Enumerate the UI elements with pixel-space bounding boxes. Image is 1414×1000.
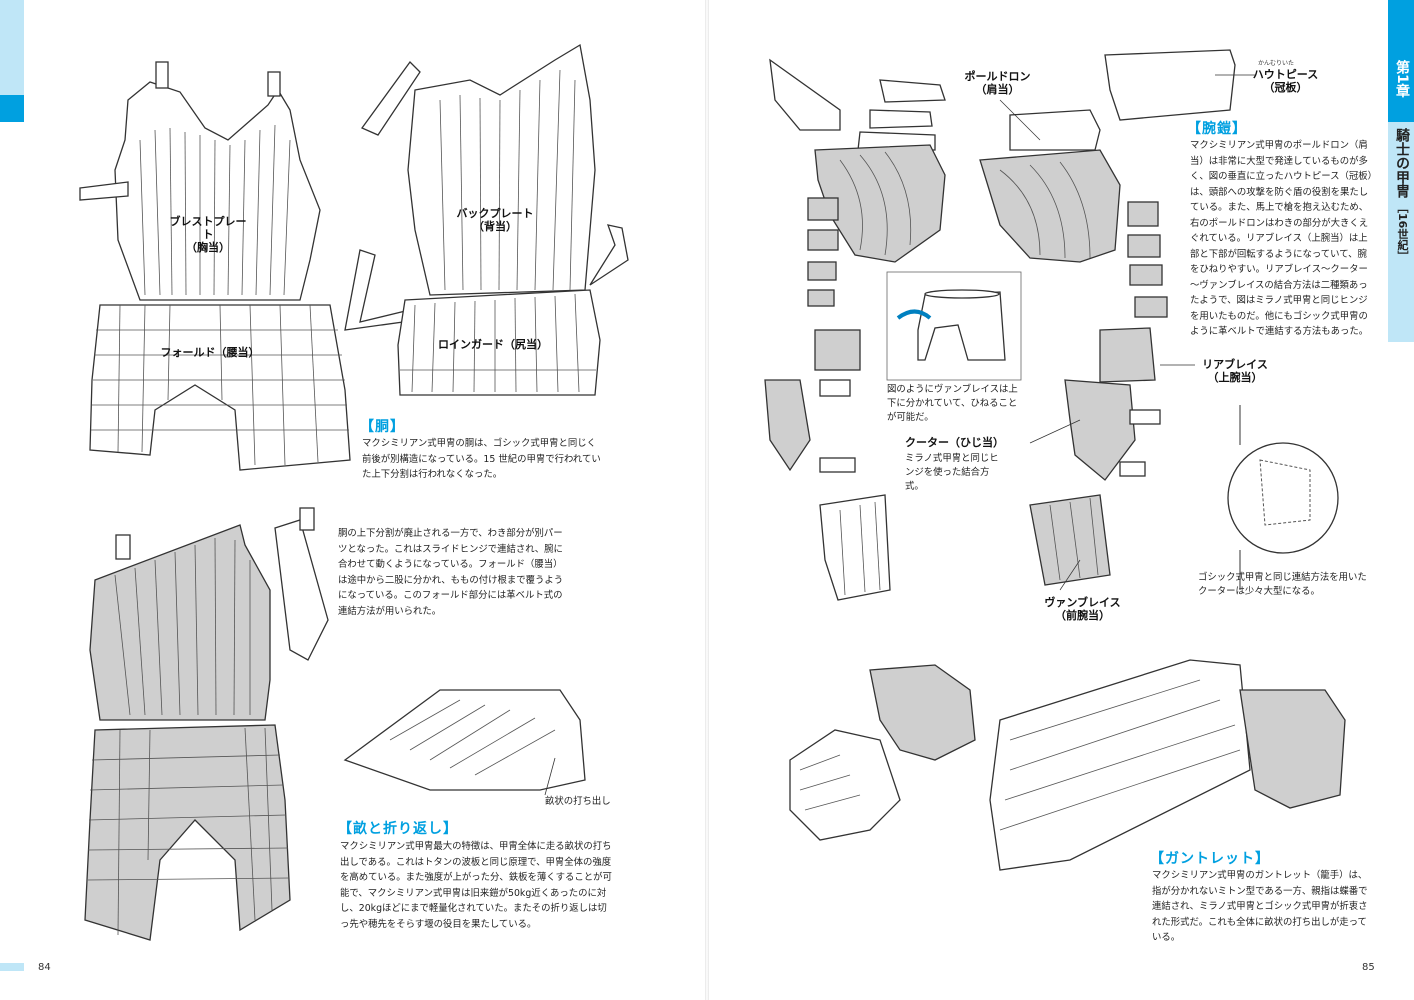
loin-guard-label: ロインガード（尻当） [438, 338, 548, 351]
gauntlet-header: 【ガントレット】 [1150, 851, 1270, 867]
vambrace-illustration [819, 494, 1111, 601]
vambrace-label: ヴァンブレイス （前腕当） [1044, 596, 1121, 622]
couter-label: クーター（ひじ当） [905, 436, 1004, 449]
breastplate-illustration [79, 61, 321, 301]
breastplate-label: ブレストプレート （胸当） [169, 215, 247, 254]
backplate-label: バックプレート （背当） [456, 207, 534, 233]
fauld-label: フォールド（腰当） [160, 346, 260, 359]
loin-guard-illustration [397, 289, 601, 396]
chapter-tab: 第1章 騎士の甲冑 ［16世紀］ [1388, 0, 1414, 1000]
gothic-couter-caption: ゴシック式甲冑と同じ連結方法を用いたクーターは少々大型になる。 [1198, 572, 1367, 597]
torso-detail-text: 胴の上下分割が廃止される一方で、わき部分が別パーツとなった。これはスライドヒンジ… [338, 528, 564, 617]
right-page-number: 85 [1362, 962, 1375, 973]
chapter-tab-marker: 第1章 [1388, 0, 1414, 122]
left-tab-marker [0, 95, 24, 122]
gauntlet-text: マクシミリアン式甲冑のガントレット（籠手）は、指が分かれないミトン型である一方、… [1152, 870, 1368, 943]
gothic-couter-illustration [1227, 405, 1339, 590]
inset-caption: 図のようにヴァンブレイスは上下に分かれていて、ひねることが可能だ。 [887, 384, 1018, 423]
vambrace-inset [886, 271, 1022, 381]
left-footer-bar [0, 963, 24, 971]
backplate-illustration [344, 43, 629, 331]
fluting-header: 【畝と折り返し】 [338, 821, 458, 837]
left-page-number: 84 [38, 962, 51, 973]
torso-header: 【胴】 [360, 419, 405, 435]
fluting-note: 畝状の打ち出し [545, 796, 611, 807]
rerebrace-label: リアブレイス （上腕当） [1202, 358, 1268, 384]
pauldron-illustration [769, 49, 1236, 263]
side-torso-illustration [84, 507, 329, 941]
left-chapter-tab [0, 0, 24, 122]
arm-header: 【腕鎧】 [1187, 121, 1247, 137]
haute-piece-ruby: かんむりいた [1258, 60, 1295, 67]
gauntlet-illustration [789, 659, 1346, 871]
page-spine [705, 0, 709, 1000]
chapter-era: ［16世紀］ [1396, 202, 1409, 262]
chapter-number: 第1章 [1394, 60, 1410, 98]
haute-piece-label: ハウトピース （冠板） [1252, 68, 1319, 94]
couter-caption: ミラノ式甲冑と同じヒンジを使った結合方式。 [905, 453, 999, 492]
torso-text: マクシミリアン式甲冑の胴は、ゴシック式甲冑と同じく前後が別構造になっている。15… [362, 438, 601, 480]
chapter-title: 騎士の甲冑 [1394, 128, 1410, 198]
flute-sample-illustration [343, 689, 586, 796]
fluting-text: マクシミリアン式甲冑最大の特徴は、甲冑全体に走る畝状の打ち出しである。これはトタ… [340, 841, 612, 930]
arm-text: マクシミリアン式甲冑のポールドロン（肩当）は非常に大型で発達しているものが多く、… [1190, 140, 1373, 337]
leader-lines [999, 74, 1255, 591]
chapter-title-band: 騎士の甲冑 ［16世紀］ [1388, 122, 1414, 342]
fauld-illustration [89, 304, 351, 471]
arm-lames-illustration [764, 197, 1168, 481]
pauldron-label: ポールドロン （肩当） [964, 70, 1031, 96]
